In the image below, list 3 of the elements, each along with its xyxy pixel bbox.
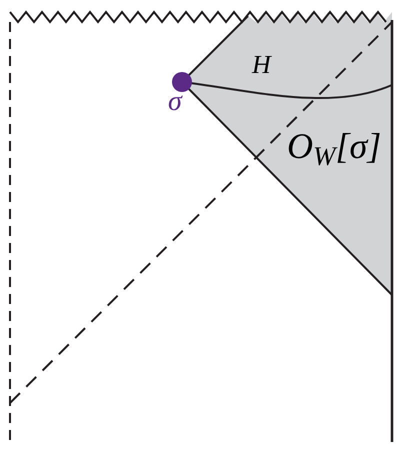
point-label: σ [168, 88, 182, 116]
curve-label: H [252, 52, 271, 78]
region-label: O$_{W}$[σ] [287, 128, 382, 164]
